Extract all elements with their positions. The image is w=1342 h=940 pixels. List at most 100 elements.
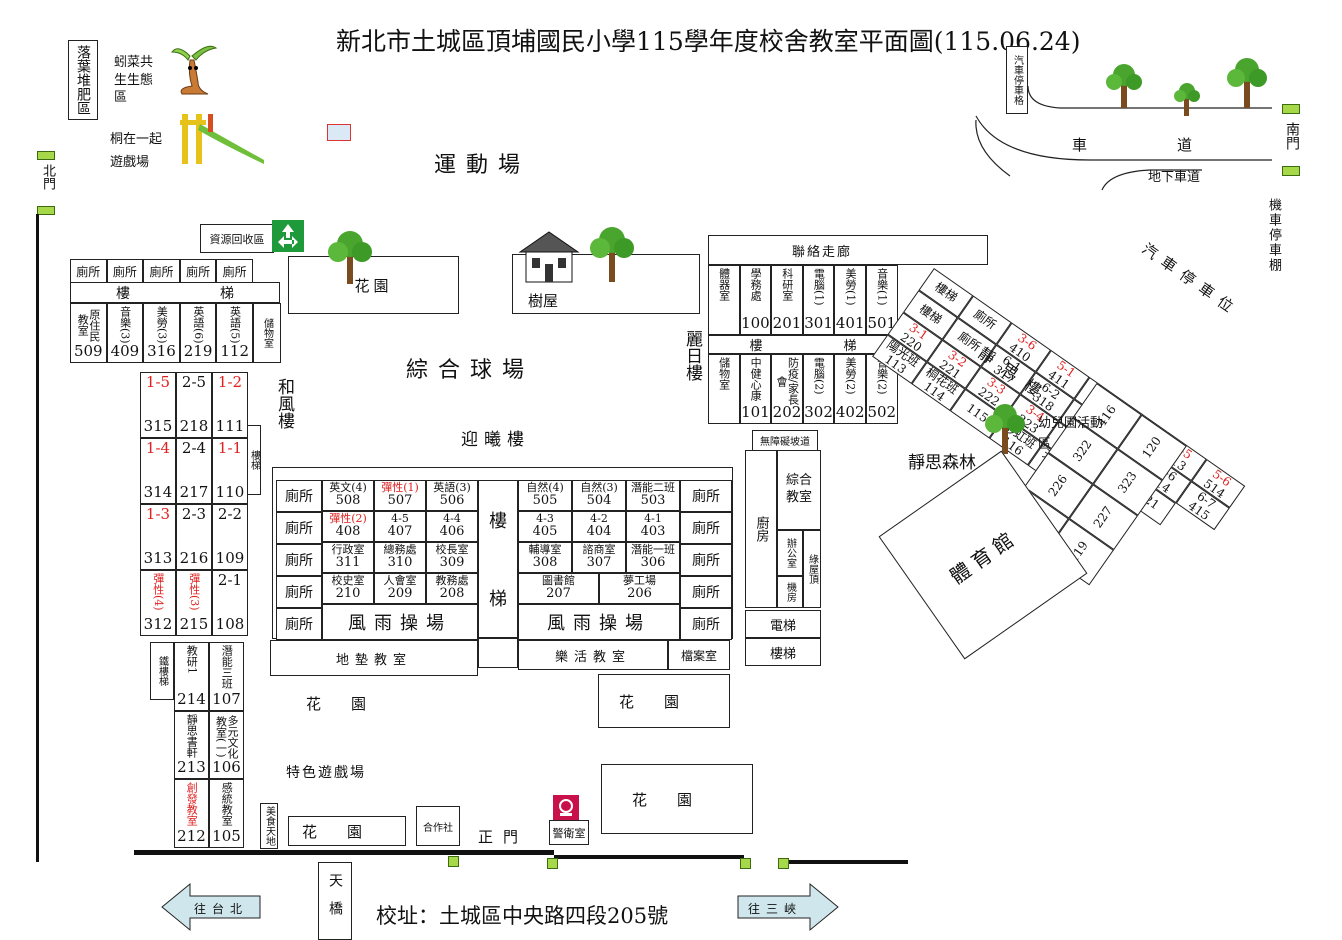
small-marker [327, 124, 351, 141]
room-name: 彈性(3) [187, 573, 201, 611]
room-name: 4-3 [536, 512, 554, 526]
restroom: 廁所 [276, 544, 322, 576]
bike-park-label: 機車停車棚 [1266, 198, 1281, 273]
court-label: 綜合球場 [406, 358, 535, 383]
room-number: 105 [212, 827, 241, 846]
moto-park-slot: 汽車停車格 [1006, 46, 1028, 114]
north-gate-label: 北門 [40, 164, 55, 190]
hefeng-building-label: 和風樓 [274, 378, 294, 429]
office-label: 辦公室 [784, 538, 796, 568]
lehuo-label: 樂活教室 [554, 649, 631, 665]
room-number: 218 [179, 417, 209, 436]
room-name: 英語(3) [433, 481, 471, 495]
room-number: 504 [586, 493, 612, 509]
classroom: 彈性(4)312 [140, 570, 176, 636]
west-stair-bar: 樓 梯 [70, 282, 280, 303]
room-name: 彈性(2) [329, 512, 367, 526]
room-name: 儲物室 [717, 357, 731, 390]
restroom: 廁所 [179, 259, 217, 283]
classroom: 彈性(3)215 [176, 570, 212, 636]
restroom: 廁所 [276, 512, 322, 544]
classroom: 自然(4)505 [518, 480, 572, 511]
coop-store: 合作社 [416, 806, 460, 846]
worm-icon [170, 45, 218, 95]
room-name: 靜思書軒 [185, 713, 199, 758]
room-number: 407 [387, 524, 413, 540]
room-name: 多元文化教室(一) [214, 715, 240, 760]
room-name: 中健心康 [749, 357, 763, 401]
treehouse-label: 樹屋 [528, 292, 559, 310]
room-name: 彈性(4) [151, 573, 165, 611]
room-name: 校史室 [331, 574, 365, 588]
lili-stairs-ti: 梯 [843, 339, 857, 354]
road-curves [975, 85, 1272, 191]
south-gate-post-bottom [1282, 166, 1300, 176]
jingsi-forest-label: 靜思森林 [908, 453, 976, 473]
room-number: 100 [741, 314, 770, 333]
comprehensive-classroom: 綜合教室 [777, 450, 821, 530]
room-number: 110 [215, 483, 245, 502]
page-title: 新北市土城區頂埔國民小學115學年度校舍教室平面圖(115.06.24) [336, 27, 1081, 56]
room-number: 310 [387, 555, 413, 571]
room-name: 夢工場 [623, 574, 656, 588]
lili-building-label: 麗日樓 [682, 330, 702, 381]
room-name: 4-2 [590, 512, 608, 526]
coop-label: 合作社 [423, 822, 453, 834]
west-top-restrooms: 廁所廁所廁所廁所廁所 [70, 259, 253, 283]
room-name: 2-3 [181, 505, 207, 523]
garden-mid-label: 花園 [618, 692, 709, 711]
room-number: 212 [177, 827, 206, 846]
tongzai-playground-label: 桐在一起遊戲場 [110, 132, 163, 171]
elevator: 電梯 [745, 610, 821, 638]
garden-top: 花園 [288, 256, 459, 314]
restroom: 廁所 [106, 259, 144, 283]
room-number: 106 [212, 758, 241, 777]
yingxi-center-stairs: 樓 梯 [478, 480, 518, 638]
lili-stairs-lou: 樓 [749, 339, 763, 354]
overpass-bridge: 天橋 [318, 862, 352, 940]
garden-left-label: 花園 [306, 695, 397, 713]
yingxi-left-restrooms: 廁所廁所廁所廁所廁所 [276, 480, 322, 640]
room-name: 廁所 [955, 329, 984, 355]
guard-label: 警衛室 [552, 826, 586, 840]
room-number: 509 [73, 342, 103, 361]
room-number: 209 [387, 586, 413, 602]
room-number: 214 [177, 689, 206, 708]
restroom: 廁所 [680, 576, 732, 608]
center-stairs-lou: 樓 [489, 511, 507, 532]
room-number: 210 [335, 586, 361, 602]
arrow-to-sanxia-icon [737, 882, 839, 932]
room-name: 美勞(2) [843, 357, 857, 395]
room-number: 309 [439, 555, 465, 571]
guard-logo-icon [553, 795, 579, 821]
room-number: 503 [640, 493, 666, 509]
tree-icon [1174, 83, 1200, 116]
room-number: 501 [867, 314, 897, 333]
room-name: 校長室 [435, 543, 469, 557]
restroom: 廁所 [276, 480, 322, 512]
room-name: 潛能一班 [631, 543, 675, 557]
fengyu-right-label: 風雨操場 [547, 613, 651, 634]
road-label: 車道 [1072, 136, 1283, 154]
classroom: 體器室 [708, 265, 740, 335]
garden-top-label: 花園 [354, 276, 393, 295]
tree-icon [1227, 58, 1267, 108]
guard-room: 警衛室 [549, 820, 589, 845]
moto-park-label: 汽車停車格 [1011, 55, 1023, 105]
room-name: 音樂(1) [875, 268, 889, 306]
roof-label: 綠屋頂 [806, 554, 818, 584]
gate-post [740, 858, 751, 869]
